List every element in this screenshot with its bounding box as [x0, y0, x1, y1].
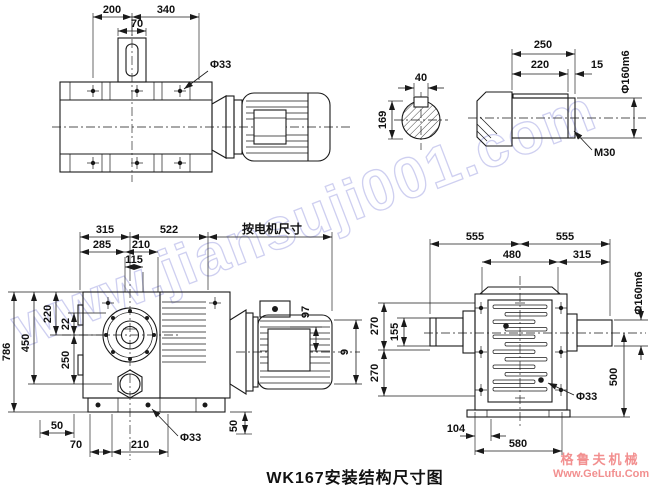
motor-terminal-box-top: [253, 109, 287, 145]
dim-340: 340: [157, 4, 175, 16]
dim-580: 580: [509, 438, 527, 450]
gear-hub: [476, 91, 513, 147]
motor-size-note: 按电机尺寸: [242, 221, 302, 236]
motor-bell-front: [229, 309, 247, 395]
side-view: 555 555 480 315 155 270 270 Φ160m6 500 Φ…: [369, 231, 648, 455]
output-flange: [102, 307, 158, 363]
top-view: 200 340 70 Φ33: [52, 4, 352, 182]
dim-522: 522: [160, 224, 178, 236]
drawing-title: WK167安装结构尺寸图: [266, 470, 444, 487]
dim-500: 500: [608, 368, 620, 386]
dim-200: 200: [103, 4, 121, 16]
dim-50-left: 50: [51, 420, 63, 432]
dim-phi33-side: Φ33: [576, 391, 597, 403]
dim-155: 155: [389, 323, 401, 341]
side-feet: [466, 409, 571, 418]
motor-nameplate: [267, 328, 311, 372]
dim-220: 220: [531, 59, 549, 71]
input-shaft-top: [117, 37, 147, 83]
shaft-section-keyway: [413, 96, 429, 108]
gearbox-housing-side: [474, 293, 568, 411]
right-shaft: [576, 319, 613, 347]
dim-phi33-front: Φ33: [180, 432, 201, 444]
dim-22: 22: [60, 318, 72, 330]
left-shaft-hub: [462, 310, 476, 354]
dim-786: 786: [1, 343, 13, 361]
dim-315-side: 315: [573, 249, 591, 261]
dim-555-left: 555: [466, 231, 484, 243]
company-website: Www.GeLufu.Com: [553, 468, 650, 480]
dim-210-bottom: 210: [131, 439, 149, 451]
dim-220-front: 220: [42, 305, 54, 323]
dim-70: 70: [131, 18, 143, 30]
keyway-slot: [125, 43, 139, 77]
company-logo: 格鲁夫机械 Www.GeLufu.Com: [553, 449, 650, 480]
shaft-key: [512, 93, 569, 99]
hex-plug: [117, 369, 143, 399]
dim-15: 15: [591, 59, 603, 71]
dim-phi160-shaft: Φ160m6: [620, 50, 632, 93]
left-shaft: [429, 317, 464, 347]
dim-315: 315: [96, 224, 114, 236]
shaft-section-view: 40 169: [377, 72, 448, 150]
dim-104: 104: [447, 423, 466, 435]
dim-9: 9: [339, 349, 351, 355]
motor-body-front: [257, 314, 333, 390]
dim-169: 169: [377, 111, 389, 129]
dim-270-bottom: 270: [369, 364, 381, 382]
dim-m30: M30: [594, 147, 615, 159]
dim-285: 285: [93, 239, 111, 251]
dim-210: 210: [132, 239, 150, 251]
dim-450: 450: [20, 334, 32, 352]
dim-phi160-side: Φ160m6: [633, 271, 645, 314]
company-name: 格鲁夫机械: [560, 452, 641, 467]
motor-terminal-box-front: [259, 300, 291, 318]
dim-phi33-top: Φ33: [210, 59, 231, 71]
right-shaft-hub: [566, 313, 578, 352]
dim-480: 480: [503, 249, 521, 261]
front-view: 315 522 按电机尺寸 285 210 115 786 450 220 22…: [1, 221, 362, 460]
dim-50-right: 50: [228, 420, 240, 432]
fin-panel: [487, 299, 553, 403]
shaft-end-view: 250 220 15 Φ160m6 M30: [468, 39, 646, 159]
dim-97: 97: [300, 306, 312, 318]
dim-250-front: 250: [60, 351, 72, 369]
dim-40: 40: [415, 72, 427, 84]
dim-555-right: 555: [556, 231, 574, 243]
dim-270-top: 270: [369, 317, 381, 335]
dim-250: 250: [534, 39, 552, 51]
dim-115: 115: [125, 254, 143, 266]
dim-70-bottom: 70: [70, 439, 82, 451]
